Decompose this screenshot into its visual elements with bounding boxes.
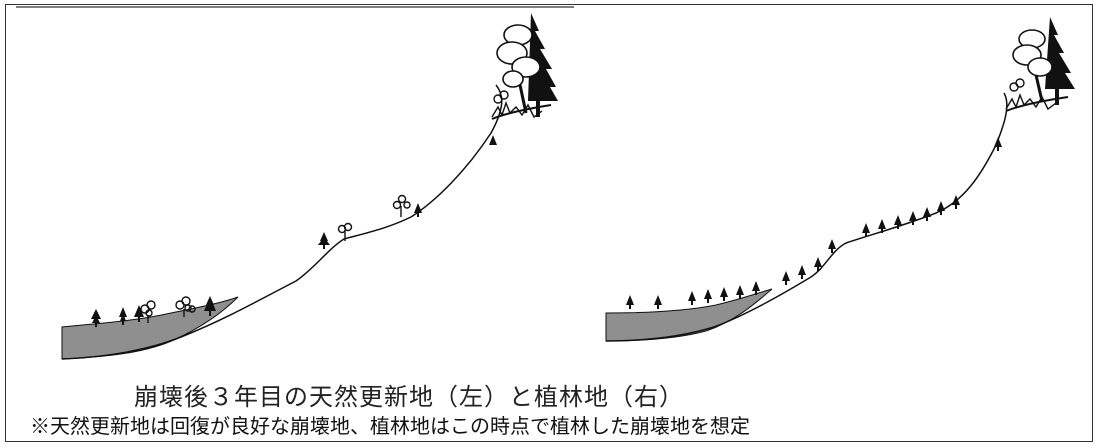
figure-caption: 崩壊後３年目の天然更新地（左）と植林地（右）: [134, 383, 684, 411]
figure-note: ※天然更新地は回復が良好な崩壊地、植林地はこの時点で植林した崩壊地を想定: [30, 414, 750, 438]
left-midslope-plants: [318, 194, 422, 249]
left-shrubs: [140, 296, 196, 323]
right-slope-line: [605, 92, 1008, 342]
right-top-forest: [1005, 17, 1075, 112]
right-planted-seedlings: [626, 137, 1002, 309]
right-slope-panel: [605, 17, 1075, 342]
slope-illustration: [16, 6, 1075, 360]
left-slope-panel: [61, 13, 558, 360]
left-deposit-area: [61, 296, 239, 360]
left-top-forest: [491, 13, 558, 120]
figure-frame: 崩壊後３年目の天然更新地（左）と植林地（右） ※天然更新地は回復が良好な崩壊地、…: [5, 4, 1093, 442]
left-deposit-trees: [91, 296, 216, 327]
right-deposit-area: [605, 288, 773, 342]
left-slope-line: [61, 84, 503, 360]
left-upper-slope-tree: [489, 135, 497, 145]
